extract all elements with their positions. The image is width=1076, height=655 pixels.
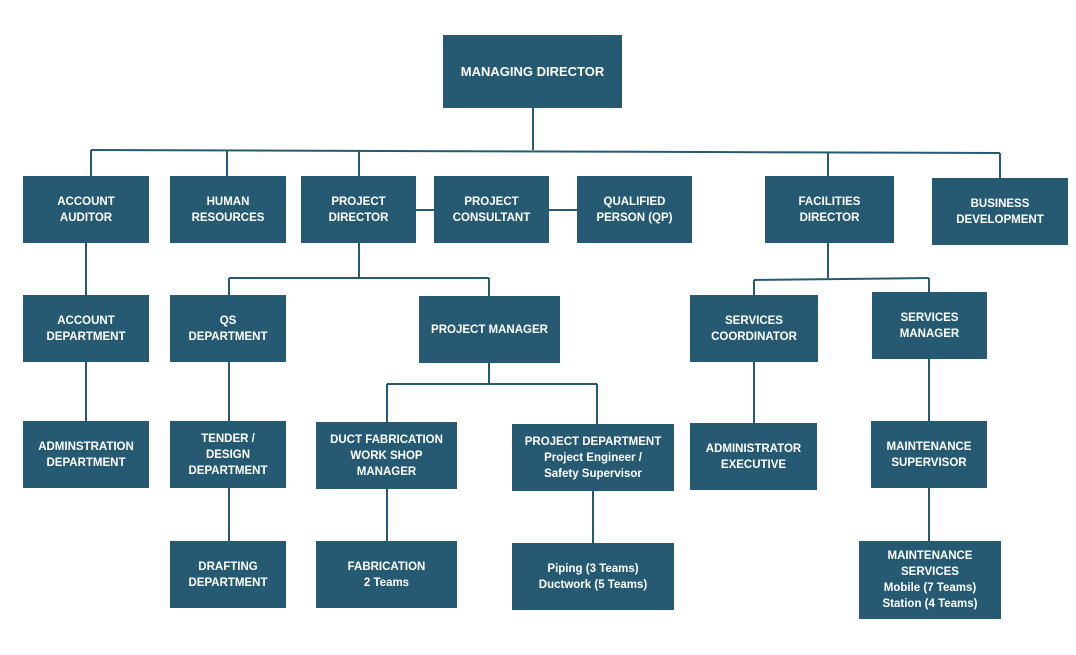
node-label-line: QS (219, 314, 237, 327)
fabrication-box: FABRICATION 2 Teams (316, 541, 457, 608)
connector (90, 149, 1001, 154)
node-label-line: DRAFTING (198, 560, 258, 573)
node-label-line: DEPARTMENT (188, 330, 268, 343)
node-label-line: MAINTENANCE (886, 440, 972, 453)
node-label-line: ACCOUNT (57, 314, 115, 327)
connector (753, 277, 930, 281)
node-label-line: TENDER / (201, 432, 255, 445)
node-label-line: Piping (3 Teams) (547, 562, 639, 575)
node-label-line: DEPARTMENT (46, 330, 126, 343)
node-label-line: PERSON (QP) (596, 211, 673, 224)
node-label-line: ACCOUNT (57, 195, 115, 208)
account-auditor-box: ACCOUNT AUDITOR (23, 176, 149, 243)
node-label-line: SERVICES (900, 311, 959, 324)
node-label-line: ADMINISTRATOR (705, 442, 802, 455)
piping-ductwork-box: Piping (3 Teams) Ductwork (5 Teams) (512, 543, 674, 610)
node-label-line: Station (4 Teams) (882, 598, 978, 610)
services-coordinator-box: SERVICES COORDINATOR (690, 295, 818, 362)
account-department-box: ACCOUNT DEPARTMENT (23, 295, 149, 362)
node-label-line: BUSINESS (970, 197, 1030, 210)
drafting-department-box: DRAFTING DEPARTMENT (170, 541, 286, 608)
node-label-line: DEPARTMENT (46, 456, 126, 469)
duct-fabrication-manager-box: DUCT FABRICATION WORK SHOP MANAGER (316, 422, 457, 489)
node-label-line: AUDITOR (59, 211, 113, 224)
node-label-line: PROJECT MANAGER (431, 323, 548, 336)
business-development-box: BUSINESS DEVELOPMENT (932, 178, 1068, 245)
project-consultant-box: PROJECT CONSULTANT (434, 176, 549, 243)
administration-department-box: ADMINSTRATION DEPARTMENT (23, 421, 149, 488)
node-label-line: DUCT FABRICATION (330, 433, 443, 446)
maintenance-supervisor-box: MAINTENANCE SUPERVISOR (871, 421, 987, 488)
node-label-line: SERVICES (901, 566, 959, 578)
node-label-line: Safety Supervisor (544, 467, 642, 480)
qs-department-box: QS DEPARTMENT (170, 295, 286, 362)
project-director-box: PROJECT DIRECTOR (301, 176, 416, 243)
node-label-line: PROJECT (331, 195, 386, 208)
node-label-line: DIRECTOR (799, 211, 860, 224)
node-label-line: FACILITIES (798, 195, 861, 208)
node-label-line: Ductwork (5 Teams) (538, 578, 648, 591)
node-label-line: DEPARTMENT (188, 576, 268, 589)
node-label-line: EXECUTIVE (720, 458, 787, 471)
node-label-line: HUMAN (206, 195, 250, 208)
node-label-line: ADMINSTRATION (38, 440, 134, 453)
node-label-line: CONSULTANT (452, 211, 531, 224)
node-label-line: PROJECT (464, 195, 519, 208)
node-label-line: PROJECT DEPARTMENT (524, 435, 662, 448)
node-label-line: MANAGER (356, 465, 417, 478)
project-department-box: PROJECT DEPARTMENT Project Engineer / Safe… (512, 424, 674, 491)
node-label-line: DIRECTOR (328, 211, 389, 224)
administrator-executive-box: ADMINISTRATOR EXECUTIVE (690, 423, 817, 490)
node-label-line: SERVICES (725, 314, 783, 327)
node-label-line: WORK SHOP (350, 449, 423, 462)
node-label-line: 2 Teams (363, 576, 410, 589)
node-label-line: Project Engineer / (544, 451, 642, 464)
node-label-line: QUALIFIED (603, 195, 666, 208)
maintenance-services-box: MAINTENANCE SERVICES Mobile (7 Teams) Stati… (859, 541, 1001, 619)
node-label-line: COORDINATOR (711, 330, 797, 343)
tender-design-department-box: TENDER / DESIGN DEPARTMENT (170, 421, 286, 488)
project-manager-box: PROJECT MANAGER (419, 296, 560, 363)
node-label-line: DESIGN (205, 448, 251, 461)
node-label-line: MANAGER (899, 327, 960, 340)
node-label-line: SUPERVISOR (891, 456, 967, 469)
node-label-line: RESOURCES (191, 211, 265, 224)
human-resources-box: HUMAN RESOURCES (170, 176, 286, 243)
facilities-director-box: FACILITIES DIRECTOR (765, 176, 894, 243)
node-label-line: DEPARTMENT (188, 464, 268, 477)
managing-director-box: MANAGING DIRECTOR (443, 35, 622, 108)
qualified-person-box: QUALIFIED PERSON (QP) (577, 176, 692, 243)
node-label-line: MANAGING DIRECTOR (460, 63, 605, 79)
node-label-line: Mobile (7 Teams) (883, 582, 977, 594)
node-label-line: MAINTENANCE (887, 550, 973, 562)
services-manager-box: SERVICES MANAGER (872, 292, 987, 359)
node-label-line: FABRICATION (347, 560, 426, 573)
node-label-line: DEVELOPMENT (956, 213, 1044, 226)
